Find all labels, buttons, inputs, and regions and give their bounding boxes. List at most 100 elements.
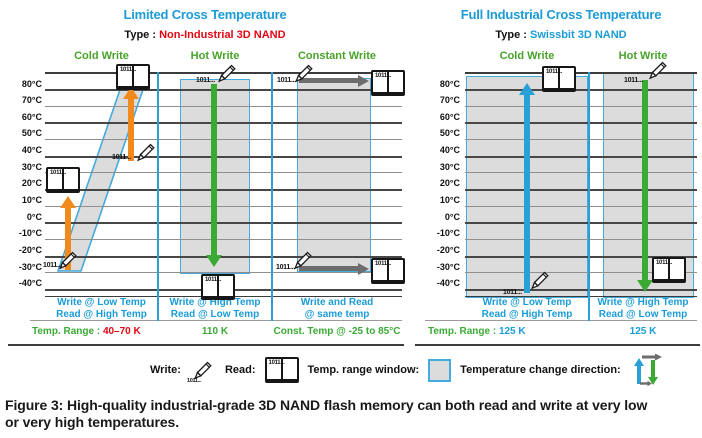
- temp-range-window-swatch: [428, 358, 452, 382]
- axis-tick-label: -40°C: [18, 278, 42, 289]
- cell-bits-label: 1011...: [196, 77, 215, 84]
- cell-bits-label: 1011...: [375, 73, 391, 79]
- legend-write-item: 1011...: [186, 357, 216, 384]
- type-prefix: Type :: [495, 29, 527, 41]
- footer-line: @ same temp: [304, 308, 370, 320]
- caption-line: or very high temperatures.: [5, 414, 180, 430]
- axis-tick-label: -20°C: [18, 245, 42, 255]
- cell-bits-label: 1011...: [186, 377, 202, 384]
- axis-tick-label: -10°C: [18, 228, 42, 239]
- read-icon: 1011...: [652, 257, 686, 283]
- footer-line: Read @ Low Temp: [170, 308, 260, 320]
- read-icon: 1011...: [264, 357, 299, 383]
- read-icon: 1011...: [46, 167, 80, 193]
- temp-range-label: Temp. Range :: [32, 326, 101, 337]
- axis-tick-label: 70°C: [21, 95, 42, 106]
- footer-line: Write and Read: [300, 297, 374, 308]
- cell-bits-label: 1011...: [112, 154, 131, 161]
- type-prefix: Type :: [124, 29, 156, 41]
- cell-bits-label: 1011...: [503, 289, 522, 296]
- column-separator: [588, 72, 590, 321]
- temp-range-row: Temp. Range : 40–70 K: [32, 326, 141, 337]
- axis-tick-label: 60°C: [21, 111, 42, 122]
- cell-bits-label: 1011...: [375, 261, 391, 267]
- write-icon: [531, 271, 549, 290]
- axis-tick-label: 50°C: [439, 128, 460, 139]
- axis-tick-label: -30°C: [18, 261, 42, 272]
- axis-tick-label: 20°C: [439, 178, 460, 189]
- temp-range-value: Const. Temp @ -25 to 85°C: [273, 326, 401, 337]
- temp-range-row: Temp. Range : 125 K: [428, 326, 526, 337]
- column-header-hot-write: Hot Write: [190, 50, 240, 62]
- constant-temp-arrow: [299, 262, 369, 275]
- axis-tick-label: 70°C: [439, 95, 460, 106]
- temp-fall-arrow: [206, 84, 222, 267]
- constant-temp-arrow: [299, 74, 369, 87]
- axis-tick-label: -40°C: [436, 278, 460, 289]
- temp-range-value: 40–70 K: [102, 326, 141, 337]
- temp-rise-arrow: [519, 83, 535, 293]
- column-header-cold-write: Cold Write: [74, 50, 129, 62]
- write-icon: [294, 251, 312, 270]
- column-separator: [271, 72, 273, 321]
- axis-tick-label: -10°C: [436, 228, 460, 239]
- cell-bits-label: 1011...: [656, 260, 672, 266]
- write-icon: [218, 64, 236, 83]
- legend-window-label: Temp. range window:: [307, 364, 420, 376]
- column-footer: Write and Read @ same temp: [272, 297, 402, 320]
- cell-bits-label: 1011...: [50, 170, 66, 176]
- axis-tick-label: 0°C: [444, 211, 460, 222]
- read-icon: 1011...: [371, 70, 405, 96]
- temp-direction-icons: [633, 354, 662, 386]
- axis-tick-label: 60°C: [439, 111, 460, 122]
- read-icon: 1011...: [542, 66, 576, 92]
- write-icon: [649, 61, 667, 80]
- axis-tick-label: 80°C: [21, 78, 42, 89]
- legend-write-label: Write:: [150, 364, 181, 376]
- cell-bits-label: 1011...: [546, 69, 562, 75]
- right-panel-title: Full Industrial Cross Temperature: [460, 7, 662, 22]
- temp-range-value: 125 K: [629, 326, 657, 337]
- legend-direction-label: Temperature change direction:: [460, 364, 621, 376]
- divider: [30, 320, 402, 321]
- temp-window-constant-write: [297, 78, 371, 272]
- column-separator: [157, 72, 159, 321]
- axis-tick-label: 40°C: [439, 145, 460, 156]
- temp-range-value: 110 K: [201, 326, 229, 337]
- axis-tick-label: 10°C: [21, 195, 42, 206]
- write-icon: [193, 361, 212, 379]
- footer-line: Write @ High Temp: [169, 297, 261, 308]
- cell-bits-label: 1011...: [268, 360, 285, 366]
- footer-line: Read @ High Temp: [56, 308, 147, 320]
- write-icon: [137, 143, 155, 162]
- figure-caption: Figure 3: High-quality industrial-grade …: [5, 397, 697, 431]
- axis-tick-label: 40°C: [21, 145, 42, 156]
- cell-bits-label: 1011...: [43, 262, 62, 269]
- footer-line: Read @ High Temp: [481, 308, 573, 320]
- left-panel-type-line: Type : Non-Industrial 3D NAND: [45, 29, 365, 41]
- type-value: Swissbit 3D NAND: [530, 29, 627, 41]
- caption-line: Figure 3: High-quality industrial-grade …: [5, 397, 648, 413]
- column-footer: Write @ High Temp Read @ Low Temp: [589, 297, 697, 320]
- cell-bits-label: 1011...: [624, 77, 643, 84]
- type-value: Non-Industrial 3D NAND: [159, 29, 286, 41]
- column-footer: Write @ Low Temp Read @ High Temp: [45, 297, 158, 320]
- cell-bits-label: 1011...: [276, 264, 295, 271]
- axis-tick-label: 50°C: [21, 128, 42, 139]
- divider: [425, 320, 697, 321]
- axis-tick-label: 20°C: [21, 178, 42, 189]
- axis-tick-label: 10°C: [439, 195, 460, 206]
- cell-bits-label: 1011...: [277, 77, 296, 84]
- cell-bits-label: 1011...: [120, 67, 136, 73]
- column-header-hot-write: Hot Write: [618, 50, 668, 62]
- legend-read-label: Read:: [224, 364, 256, 376]
- write-icon: [295, 64, 313, 83]
- footer-line: Write @ High Temp: [597, 297, 689, 308]
- axis-tick-label: 30°C: [21, 161, 42, 172]
- column-footer: Write @ High Temp Read @ Low Temp: [158, 297, 272, 320]
- left-panel-title: Limited Cross Temperature: [123, 7, 287, 22]
- panel-bottom-rule: [415, 344, 700, 346]
